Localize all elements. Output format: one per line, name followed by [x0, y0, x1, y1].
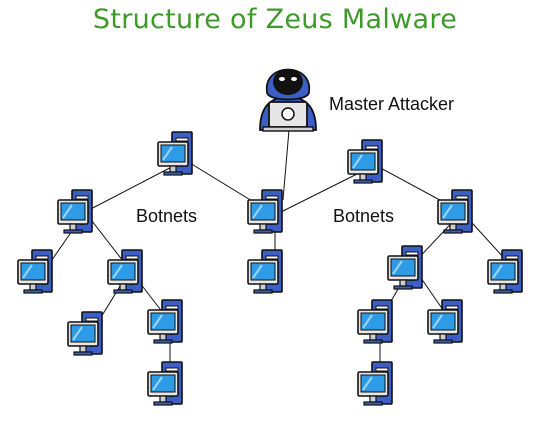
master-attacker-label: Master Attacker: [329, 94, 455, 114]
computer-icon: [107, 249, 143, 294]
computer-icon: [67, 311, 103, 356]
computer-icon: [357, 361, 393, 406]
computer-icon: [487, 249, 523, 294]
computer-icon: [247, 249, 283, 294]
computer-icon: [157, 131, 193, 176]
computer-icon: [17, 249, 53, 294]
botnets-right-label: Botnets: [333, 206, 395, 226]
hacker-with-laptop-icon: [259, 68, 317, 132]
computer-icon: [427, 299, 463, 344]
botnets-left-label: Botnets: [136, 206, 198, 226]
computer-icon: [247, 189, 283, 234]
computer-icon: [57, 189, 93, 234]
computer-icon: [437, 189, 473, 234]
computer-icon: [147, 361, 183, 406]
computer-icon: [347, 139, 383, 184]
computer-icon: [357, 299, 393, 344]
diagram-title: Structure of Zeus Malware: [92, 4, 458, 35]
computer-icon: [387, 245, 423, 290]
computer-icon: [147, 299, 183, 344]
